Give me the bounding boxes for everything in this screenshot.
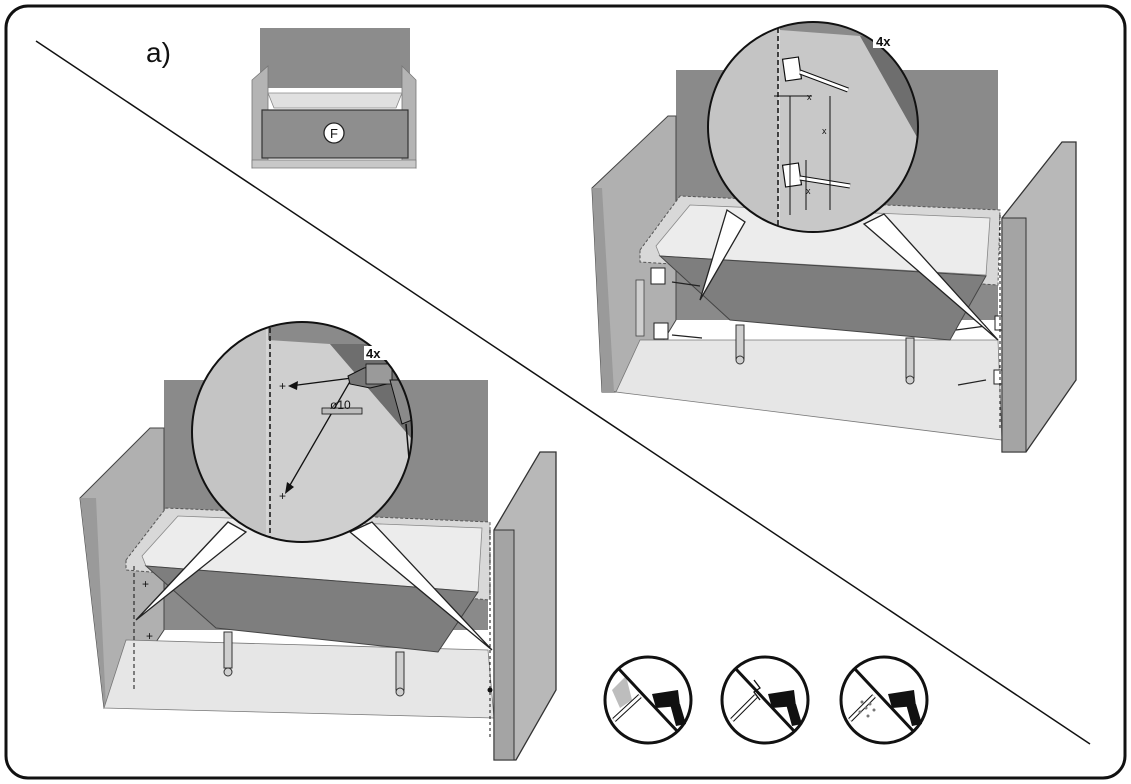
warning-no-sanding	[839, 655, 929, 745]
diagonal-divider	[35, 40, 1091, 745]
svg-text:+: +	[279, 379, 286, 393]
no-sanding-icon	[848, 690, 922, 726]
svg-text:+: +	[142, 577, 149, 591]
warning-no-welding	[720, 655, 810, 745]
tub-legs	[735, 324, 915, 385]
no-welding-icon	[730, 679, 802, 726]
dimension-label-x2: x	[822, 126, 827, 136]
no-grinding-icon	[612, 676, 686, 726]
panel-letter: F	[330, 126, 338, 141]
dimension-label-x3: x	[806, 186, 811, 196]
dimension-label-x1: x	[807, 92, 812, 102]
step-label: a)	[146, 37, 171, 68]
mounting-brackets	[650, 267, 1006, 385]
panel-f-thumbnail: F	[251, 28, 417, 169]
multiplier-top: 4x	[876, 34, 891, 49]
multiplier-bottom: 4x	[366, 346, 381, 361]
panel-f-marker	[323, 122, 345, 144]
svg-text:+: +	[279, 489, 286, 503]
warning-no-grinding	[603, 655, 693, 745]
drill-diameter-label: ø10	[330, 398, 351, 412]
svg-text:+: +	[146, 629, 153, 643]
